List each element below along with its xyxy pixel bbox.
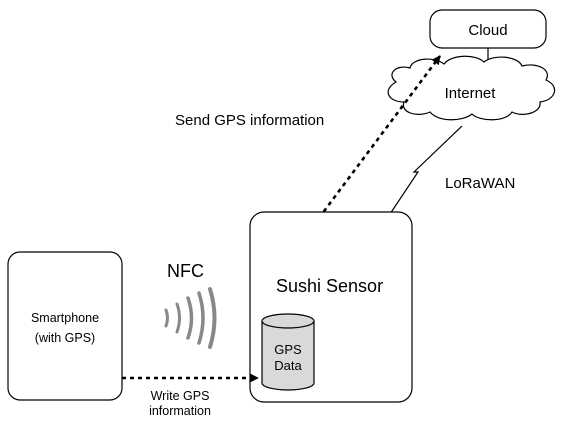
smartphone-node: Smartphone (with GPS) (7, 251, 123, 401)
smartphone-line2: (with GPS) (35, 331, 95, 345)
gps-data-store: GPS Data (261, 313, 315, 391)
internet-label: Internet (445, 85, 497, 102)
send-gps-label: Send GPS information (175, 112, 324, 129)
lorawan-label: LoRaWAN (445, 175, 515, 192)
smartphone-line1: Smartphone (31, 311, 99, 325)
cloud-node: Cloud (429, 9, 547, 49)
gps-data-line1: GPS (274, 342, 302, 357)
write-gps-line1: Write GPS (151, 389, 210, 403)
lightning-link-icon (389, 125, 463, 215)
sushi-sensor-label: Sushi Sensor (276, 276, 383, 296)
cloud-label: Cloud (468, 22, 507, 39)
nfc-waves-icon (164, 287, 217, 349)
gps-data-line2: Data (274, 358, 302, 373)
nfc-label: NFC (167, 261, 204, 281)
internet-node: Internet (387, 55, 556, 121)
write-gps-line2: information (149, 404, 211, 418)
database-cylinder-icon (261, 321, 315, 391)
internet-cloud-icon (387, 55, 556, 121)
